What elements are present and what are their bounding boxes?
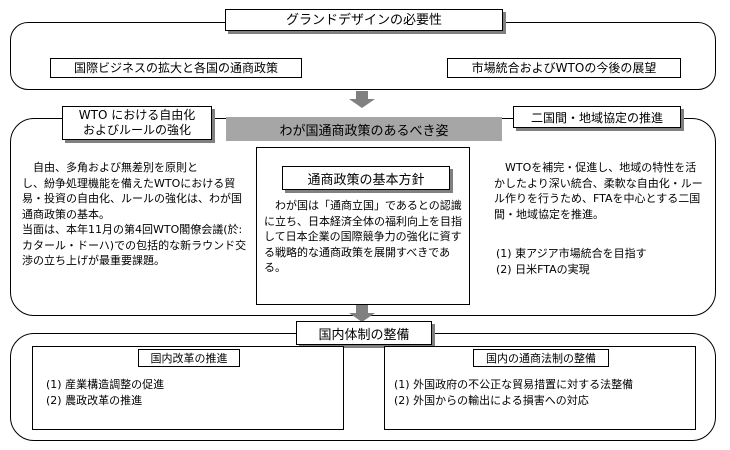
domestic-title: 国内体制の整備 bbox=[296, 321, 432, 345]
basic-policy-text: わが国は「通商立国」であるとの認識に立ち、日本経済全体の福利向上を目指して日本企… bbox=[264, 199, 462, 274]
top-title: グランドデザインの必要性 bbox=[225, 9, 503, 31]
list-item: (1) 外国政府の不公正な貿易措置に対する法整備 bbox=[394, 378, 634, 391]
domestic-reform-title-text: 国内改革の推進 bbox=[150, 352, 228, 365]
list-item: (2) 外国からの輸出による損害への対応 bbox=[394, 394, 589, 407]
list-item: (2) 農政改革の推進 bbox=[46, 394, 143, 407]
policy-banner: わが国通商政策のあるべき姿 bbox=[226, 117, 502, 141]
top-right-item-text: 市場統合およびWTOの今後の展望 bbox=[471, 60, 657, 75]
basic-policy-title: 通商政策の基本方針 bbox=[282, 166, 450, 190]
policy-banner-text: わが国通商政策のあるべき姿 bbox=[279, 123, 449, 139]
bilateral-title-box: 二国間・地域協定の推進 bbox=[513, 106, 681, 128]
bilateral-description-text: WTOを補完・促進し、地域の特性を活かしたより深い統合、柔軟な自由化・ルール作り… bbox=[494, 161, 703, 221]
list-item: (1) 東アジア市場統合を目指す bbox=[496, 247, 647, 260]
wto-title-line1: WTO における自由化 bbox=[78, 108, 196, 122]
list-item: (1) 産業構造調整の促進 bbox=[46, 378, 165, 391]
wto-title-line2: およびルールの強化 bbox=[82, 123, 191, 137]
domestic-title-text: 国内体制の整備 bbox=[318, 327, 410, 343]
bilateral-title-text: 二国間・地域協定の推進 bbox=[530, 110, 663, 125]
top-left-item: 国際ビジネスの拡大と各国の通商政策 bbox=[50, 58, 302, 78]
top-left-item-text: 国際ビジネスの拡大と各国の通商政策 bbox=[73, 60, 278, 75]
basic-policy-description: わが国は「通商立国」であるとの認識に立ち、日本経済全体の福利向上を目指して日本企… bbox=[264, 198, 464, 302]
wto-description-text: 自由、多角および無差別を原則と し、紛争処理機能を備えたWTOにおける貿易・投資… bbox=[22, 161, 247, 267]
basic-policy-title-text: 通商政策の基本方針 bbox=[307, 172, 425, 188]
down-arrow-icon bbox=[349, 305, 375, 322]
list-item: (2) 日米FTAの実現 bbox=[496, 263, 590, 276]
top-title-text: グランドデザインの必要性 bbox=[285, 12, 442, 28]
domestic-reform-title: 国内改革の推進 bbox=[138, 349, 240, 367]
domestic-reform-list: (1) 産業構造調整の促進 (2) 農政改革の推進 bbox=[46, 377, 336, 409]
bilateral-list: (1) 東アジア市場統合を目指す (2) 日米FTAの実現 bbox=[496, 246, 706, 278]
down-arrow-icon bbox=[349, 91, 375, 108]
trade-law-list: (1) 外国政府の不公正な貿易措置に対する法整備 (2) 外国からの輸出による損… bbox=[394, 377, 692, 409]
top-section bbox=[10, 22, 716, 90]
top-right-item: 市場統合およびWTOの今後の展望 bbox=[447, 58, 681, 78]
wto-title-box: WTO における自由化 およびルールの強化 bbox=[62, 106, 212, 140]
trade-law-title-text: 国内の通商法制の整備 bbox=[486, 352, 596, 365]
bilateral-description: WTOを補完・促進し、地域の特性を活かしたより深い統合、柔軟な自由化・ルール作り… bbox=[494, 160, 706, 230]
trade-law-title: 国内の通商法制の整備 bbox=[473, 349, 609, 367]
wto-description: 自由、多角および無差別を原則と し、紛争処理機能を備えたWTOにおける貿易・投資… bbox=[22, 160, 250, 310]
